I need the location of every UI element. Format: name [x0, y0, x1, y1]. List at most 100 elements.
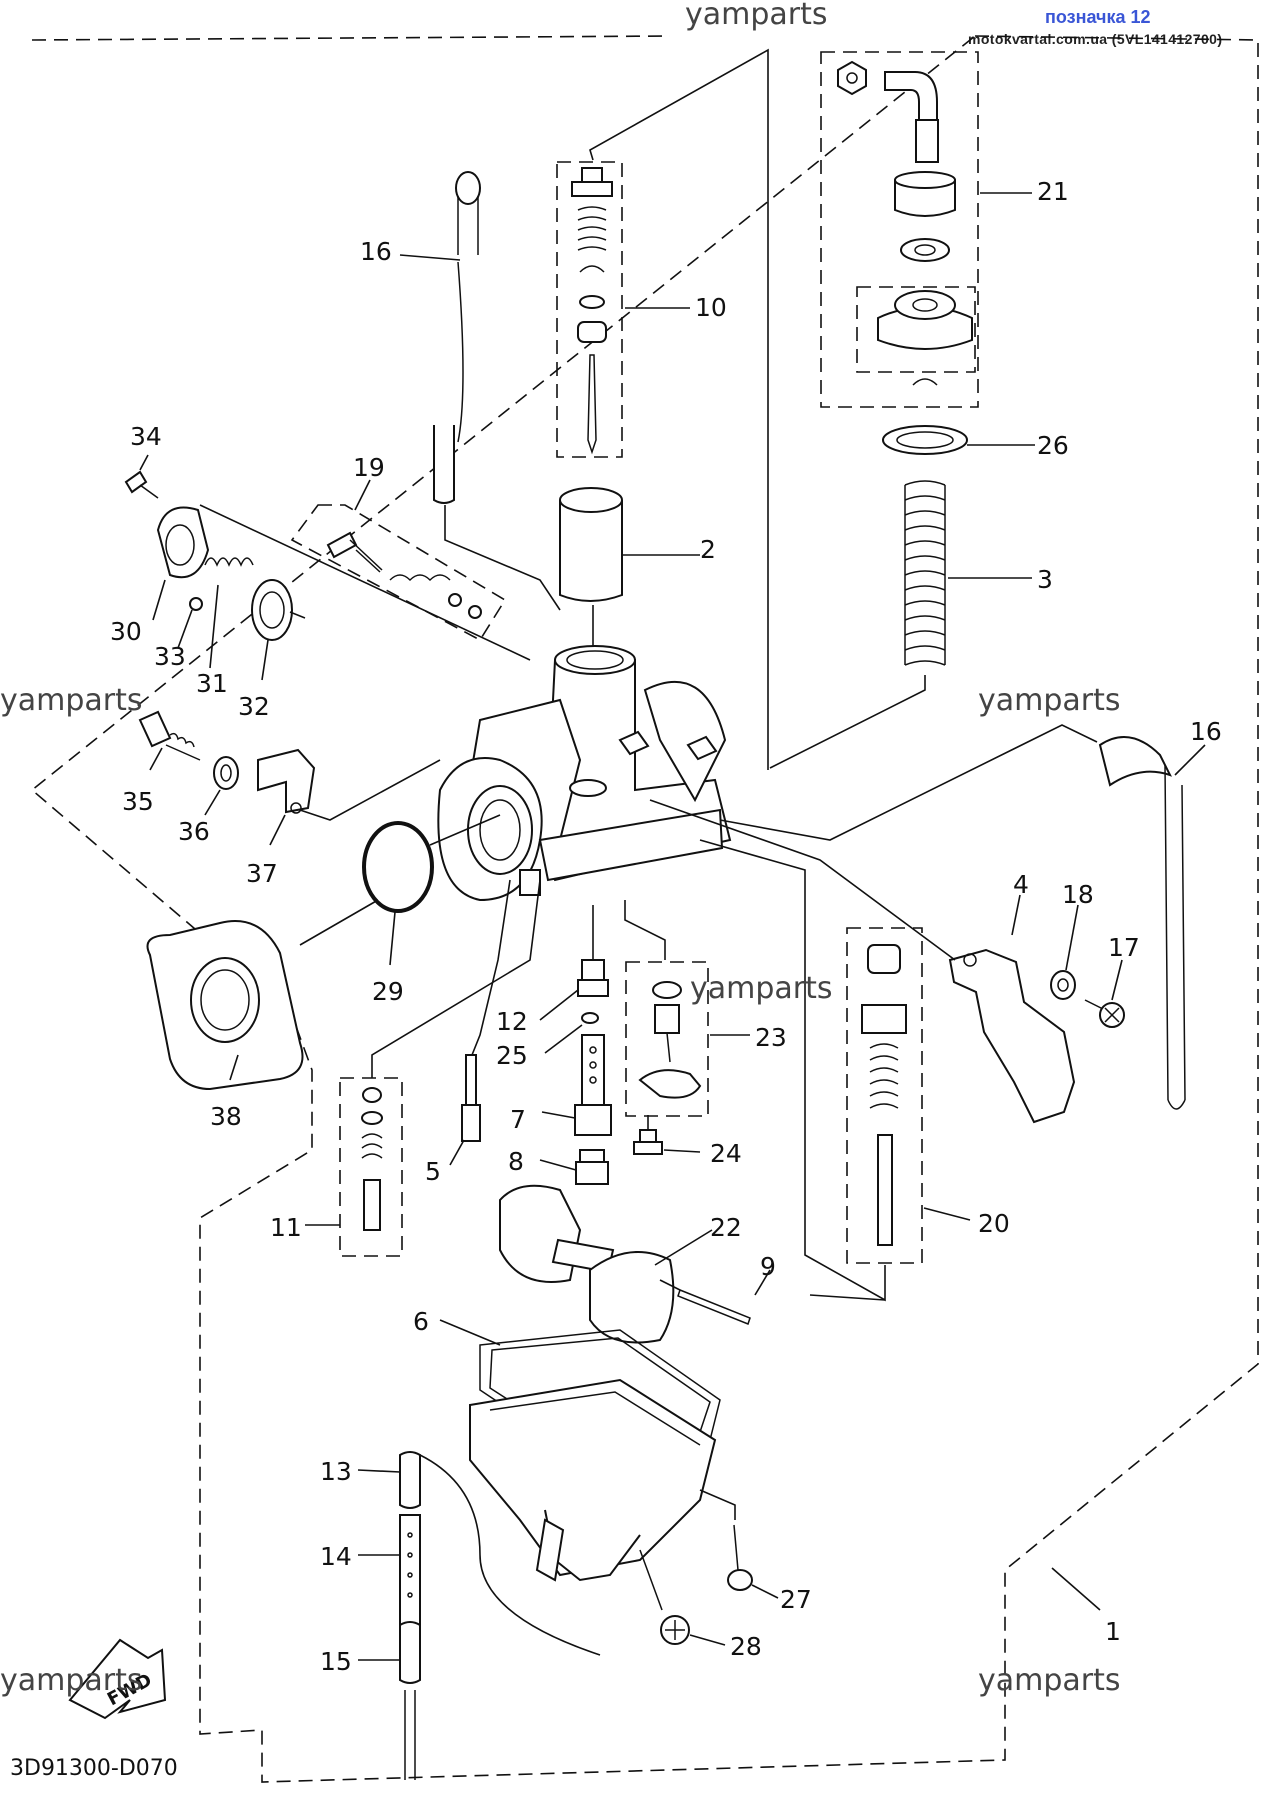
leader-16-right: [1174, 744, 1206, 776]
callout-32: 32: [238, 692, 270, 721]
callout-22: 22: [710, 1213, 742, 1242]
part-37-bracket: [257, 748, 316, 814]
part-34-screw: [124, 470, 159, 499]
part-36-washer: [213, 756, 239, 790]
part-29-o-ring: [362, 821, 434, 913]
part-23-assembly: [625, 961, 709, 1117]
source-line: motokvartal.com.ua (5VL141412700): [968, 31, 1222, 47]
leader-20: [923, 1207, 971, 1221]
callout-29: 29: [372, 977, 404, 1006]
callout-18: 18: [1062, 880, 1094, 909]
callout-2: 2: [700, 535, 716, 564]
part-35-pilot-screw: [138, 710, 201, 761]
callout-33: 33: [154, 642, 186, 671]
callout-13: 13: [320, 1457, 352, 1486]
part-24-screw: [633, 1129, 663, 1155]
part-32-diaphragm: [251, 579, 306, 641]
watermark-left-mid: yamparts: [0, 683, 143, 718]
callout-9: 9: [760, 1252, 776, 1281]
part-27-screw: [727, 1524, 753, 1591]
callout-12: 12: [496, 1007, 528, 1036]
part-8-main-jet: [575, 1149, 609, 1185]
leader-8: [539, 1159, 577, 1171]
leader-18: [1065, 904, 1079, 971]
label-blue: позначка 12: [1045, 7, 1151, 27]
leader-19: [354, 479, 371, 511]
part-16-vent-tube-right: [1098, 736, 1186, 1110]
leader-33: [177, 609, 193, 649]
callout-16-top: 16: [360, 237, 392, 266]
callout-17: 17: [1108, 933, 1140, 962]
leader-22: [654, 1229, 713, 1266]
part-3-spring: [904, 480, 946, 666]
leader-12: [539, 989, 579, 1021]
leader-9: [754, 1269, 771, 1296]
leader-32: [261, 639, 269, 681]
callout-21: 21: [1037, 177, 1069, 206]
part-9-pin: [677, 1289, 751, 1325]
callout-10: 10: [695, 293, 727, 322]
assembly-boundary: [30, 35, 1259, 1783]
callout-30: 30: [110, 617, 142, 646]
leader-1: [1051, 1567, 1101, 1611]
leader-17: [1111, 959, 1123, 1001]
watermark-center: yamparts: [690, 971, 833, 1006]
part-16-vent-tube-top: [433, 171, 481, 504]
part-33-ring: [189, 597, 203, 611]
callout-25: 25: [496, 1041, 528, 1070]
callout-36: 36: [178, 817, 210, 846]
leader-30: [152, 579, 166, 621]
part-7-needle-jet: [574, 1034, 612, 1136]
callout-26: 26: [1037, 431, 1069, 460]
leader-4: [1011, 894, 1021, 936]
callout-37: 37: [246, 859, 278, 888]
carburetor-body: [437, 645, 732, 902]
callout-16-right: 16: [1190, 717, 1222, 746]
callout-14: 14: [320, 1542, 352, 1571]
leader-35: [149, 747, 163, 771]
part-30-cover: [156, 506, 210, 579]
callout-15: 15: [320, 1647, 352, 1676]
part-18-washer: [1050, 970, 1076, 1000]
callout-35: 35: [122, 787, 154, 816]
leader-36: [204, 789, 221, 816]
leader-25: [544, 1024, 583, 1054]
part-4-bracket: [948, 948, 1076, 1124]
callout-5: 5: [425, 1157, 441, 1186]
leader-28: [689, 1634, 726, 1646]
leader-38: [229, 1054, 239, 1081]
leader-27: [751, 1584, 779, 1599]
callout-11: 11: [270, 1213, 302, 1242]
callout-38: 38: [210, 1102, 242, 1131]
part-26-washer: [882, 425, 968, 455]
callout-27: 27: [780, 1585, 812, 1614]
diagram-code: 3D91300-D070: [10, 1756, 178, 1781]
callout-28: 28: [730, 1632, 762, 1661]
callout-6: 6: [413, 1307, 429, 1336]
fwd-arrow-icon: FWD: [68, 1638, 167, 1720]
callout-1: 1: [1105, 1617, 1121, 1646]
leader-37: [269, 814, 286, 846]
watermark-bottom-right: yamparts: [978, 1663, 1121, 1698]
part-31-spring: [204, 557, 254, 567]
float-bowl: [469, 1378, 717, 1582]
callout-labels: 1 2 3 4 5 6 7 8 9 10 11 12 13 14 15 16 1…: [110, 177, 1222, 1676]
part-21-cap-assembly: [820, 51, 979, 408]
part-25-o-ring: [581, 1012, 599, 1024]
part-10-needle-assembly: [556, 161, 623, 458]
part-15-tube: [399, 1621, 421, 1780]
watermark-top: yamparts: [685, 0, 828, 32]
part-22-float: [499, 1184, 675, 1344]
callout-4: 4: [1013, 870, 1029, 899]
callout-31: 31: [196, 669, 228, 698]
part-38-flange: [146, 920, 304, 1091]
leader-31: [209, 584, 219, 669]
part-13-tube: [399, 1451, 421, 1509]
part-20-assembly: [846, 927, 923, 1264]
callout-23: 23: [755, 1023, 787, 1052]
callout-20: 20: [978, 1209, 1010, 1238]
part-2-throttle-valve: [559, 487, 623, 602]
part-12-jet-holder: [577, 959, 609, 997]
part-5-pilot-jet: [461, 1054, 481, 1142]
